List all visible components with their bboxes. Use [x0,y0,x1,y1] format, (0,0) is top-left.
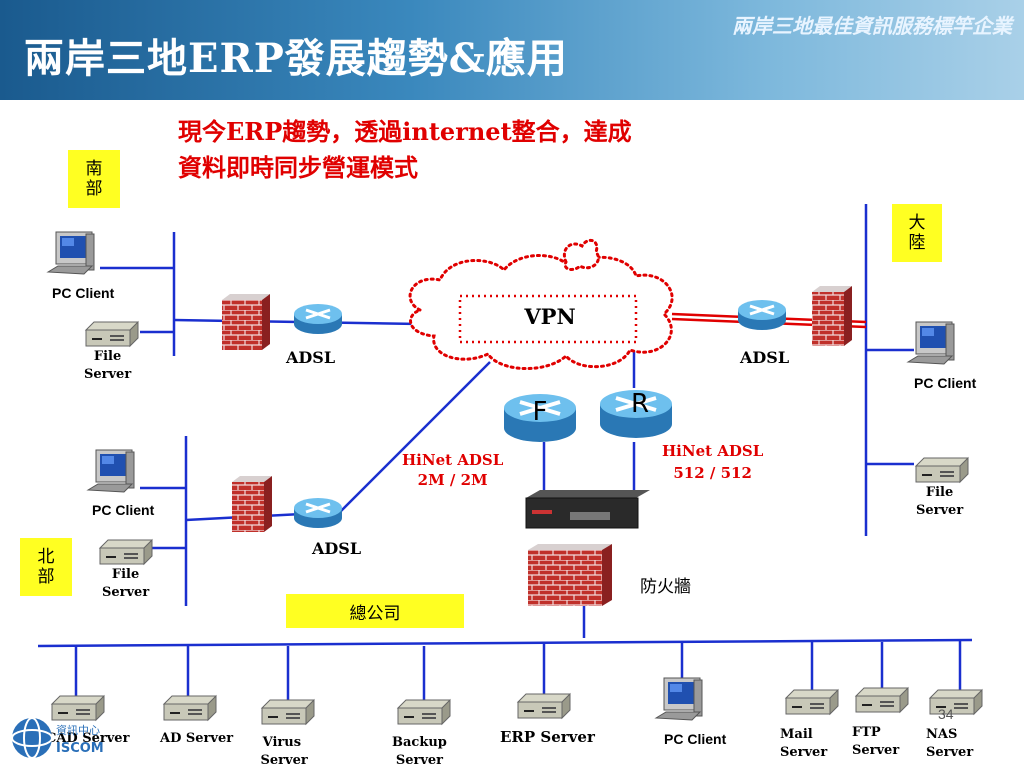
router-r-label: R [631,389,649,419]
pc-client-south-label: PC Client [52,285,115,301]
pc-client-north-icon [87,449,135,493]
erp-server-label: ERP Server [500,728,595,746]
router-f-label: F [533,397,548,427]
nas-server-label: NAS Server [926,727,974,760]
headline-line-1: 現今ERP趨勢，透過internet整合，達成 [178,117,632,146]
vpn-label: VPN [524,304,576,329]
pc-client-mainland-icon [907,321,955,365]
file-server-south-icon [85,321,139,347]
file-server-mainland-icon [915,457,969,483]
backup-server-label: Backup Server [392,735,447,768]
pc-client-mainland-label: PC Client [914,375,977,391]
headline: 現今ERP趨勢，透過internet整合，達成 資料即時同步營運模式 [178,114,632,186]
erp-server-icon [517,693,571,719]
backup-server-icon [397,699,451,725]
adsl-router-mainland-icon [736,298,788,332]
page-number: 34 [938,706,954,722]
virus-server-label: Virus Server [260,735,308,768]
logo-line-2: ISCOM [56,741,104,756]
pc-client-hq-label: PC Client [664,731,727,747]
mail-server-label: Mail Server [780,727,828,760]
file-server-north-label: File Server [102,567,150,600]
adsl-router-south-icon [292,302,344,336]
pc-client-south-icon [47,231,95,275]
firewall-north-icon [232,476,272,532]
hinet-right-label: HiNet ADSL 512 / 512 [662,442,764,482]
logo-globe-icon: 資訊中心 ISCOM [11,717,104,759]
file-server-north-icon [99,539,153,565]
ftp-server-label: FTP Server [852,725,900,758]
utm-appliance-icon [525,490,650,529]
region-mainland-label: 大 陸 [892,204,942,262]
company-tagline: 兩岸三地最佳資訊服務標竿企業 [732,14,1012,38]
pc-client-hq-icon [655,677,703,721]
virus-server-icon [261,699,315,725]
hinet-left-label: HiNet ADSL 2M / 2M [402,451,504,489]
adsl-router-north-icon [292,496,344,530]
headline-line-2: 資料即時同步營運模式 [178,153,418,182]
firewall-hq-icon [528,544,612,606]
pc-client-north-label: PC Client [92,502,155,518]
region-north-label: 北 部 [20,538,72,596]
page-title: 兩岸三地ERP發展趨勢&應用 [24,35,568,82]
company-logo: 資訊中心 ISCOM [8,712,108,764]
adsl-south-label: ADSL [286,348,336,367]
firewall-mainland-icon [812,286,852,346]
vpn-box [458,294,638,344]
adsl-mainland-label: ADSL [740,348,790,367]
file-server-mainland-label: File Server [916,485,964,518]
ad-server-label: AD Server [160,731,234,746]
firewall-south-icon [222,294,270,350]
hq-label: 總公司 [286,594,464,628]
file-server-south-label: File Server [84,349,132,382]
ad-server-icon [163,695,217,721]
ftp-server-icon [855,687,909,713]
logo-line-1: 資訊中心 [56,723,100,737]
cad-server-label: CAD Server [46,731,130,746]
region-south-label: 南 部 [68,150,120,208]
mail-server-icon [785,689,839,715]
adsl-north-label: ADSL [312,539,362,558]
header-banner: 兩岸三地ERP發展趨勢&應用 兩岸三地最佳資訊服務標竿企業 [0,0,1024,100]
firewall-label: 防火牆 [640,577,691,597]
